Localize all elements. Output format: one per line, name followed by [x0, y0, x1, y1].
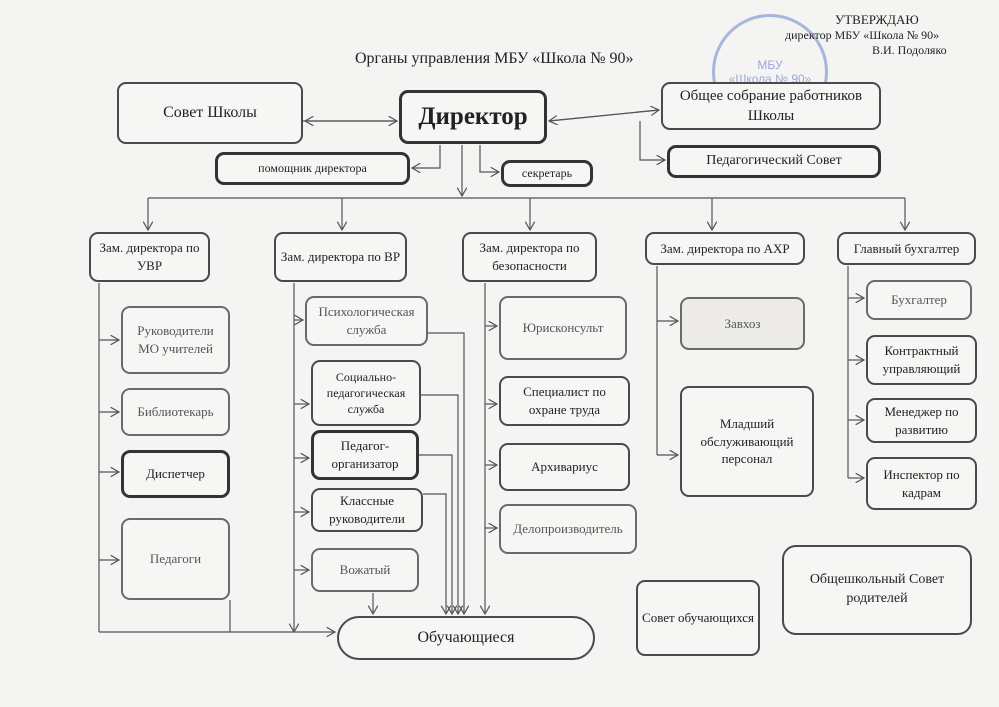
supply-manager-box: Завхоз	[680, 297, 805, 350]
deputy-security-box: Зам. директора по безопасности	[462, 232, 597, 282]
hr-inspector-box: Инспектор по кадрам	[866, 457, 977, 510]
approval-title: УТВЕРЖДАЮ	[835, 12, 919, 27]
psych-service-box: Психологическая служба	[305, 296, 428, 346]
dispatcher-box: Диспетчер	[121, 450, 230, 498]
approval-position: директор МБУ «Школа № 90»	[785, 28, 940, 42]
development-manager-box: Менеджер по развитию	[866, 398, 977, 443]
ped-council-box: Педагогический Совет	[667, 145, 881, 178]
accountant-box: Бухгалтер	[866, 280, 972, 320]
mo-heads-box: Руководители МО учителей	[121, 306, 230, 374]
school-council-box: Совет Школы	[117, 82, 303, 144]
approval-name: В.И. Подоляко	[872, 43, 947, 57]
deputy-vr-box: Зам. директора по ВР	[274, 232, 407, 282]
lawyer-box: Юрисконсульт	[499, 296, 627, 360]
archivist-box: Архивариус	[499, 443, 630, 491]
counselor-box: Вожатый	[311, 548, 419, 592]
class-teachers-box: Классные руководители	[311, 488, 423, 532]
organizer-box: Педагог-организатор	[311, 430, 419, 480]
chief-accountant-box: Главный бухгалтер	[837, 232, 976, 265]
deputy-uvr-box: Зам. директора по УВР	[89, 232, 210, 282]
student-council-box: Совет обучающихся	[636, 580, 760, 656]
deputy-ahr-box: Зам. директора по АХР	[645, 232, 805, 265]
safety-specialist-box: Специалист по охране труда	[499, 376, 630, 426]
assistant-box: помощник директора	[215, 152, 410, 185]
clerk-box: Делопроизводитель	[499, 504, 637, 554]
general-meeting-box: Общее собрание работников Школы	[661, 82, 881, 130]
librarian-box: Библиотекарь	[121, 388, 230, 436]
secretary-box: секретарь	[501, 160, 593, 187]
director-box: Директор	[399, 90, 547, 144]
parent-council-box: Общешкольный Совет родителей	[782, 545, 972, 635]
students-box: Обучающиеся	[337, 616, 595, 660]
contract-manager-box: Контрактный управляющий	[866, 335, 977, 385]
support-staff-box: Младший обслуживающий персонал	[680, 386, 814, 497]
social-ped-box: Социально-педагогическая служба	[311, 360, 421, 426]
page-title: Органы управления МБУ «Школа № 90»	[355, 50, 634, 67]
teachers-box: Педагоги	[121, 518, 230, 600]
